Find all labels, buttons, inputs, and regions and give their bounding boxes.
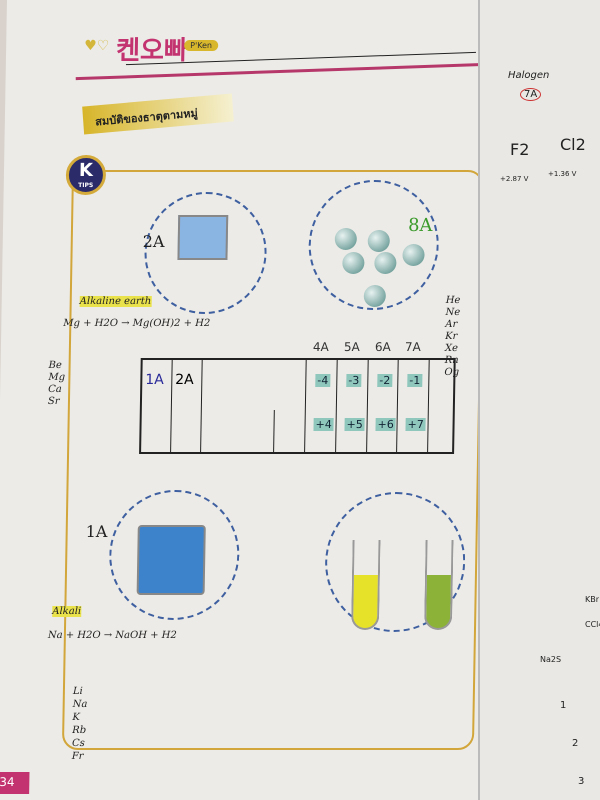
note-group1-elements: Li Na K Rb Cs Fr <box>71 686 88 762</box>
group-8a-column <box>428 360 453 452</box>
note-alkaline-equation: Mg + H2O → Mg(OH)2 + H2 <box>63 318 211 329</box>
right-item: 3 <box>578 776 585 787</box>
ox-low: -3 <box>346 374 362 387</box>
ox-high: +6 <box>375 418 396 431</box>
right-item: 2 <box>572 738 579 749</box>
ox-high: +5 <box>344 418 365 431</box>
group-1a-column: 1A <box>141 360 173 452</box>
group-6a-header: 6A <box>374 340 391 354</box>
note-alkali-equation: Na + H2O → NaOH + H2 <box>47 630 177 641</box>
note-alkaline-earth: Alkaline earth <box>79 296 152 307</box>
test-tube-yellow <box>350 540 381 630</box>
section-title: สมบัติของธาตุตามหมู่ <box>82 93 234 135</box>
ox-low: -1 <box>407 374 423 387</box>
hearts-icon: ♥♡ <box>84 38 110 54</box>
note-alkali: Alkali <box>52 606 82 617</box>
author-badge: P'Ken <box>184 40 219 51</box>
periodic-table-outline: 1A 2A <box>139 358 456 454</box>
right-group: 7A <box>520 88 542 101</box>
right-kbr: KBr <box>585 595 600 604</box>
right-item: 1 <box>560 700 567 711</box>
group-2a-column: 2A <box>170 360 203 452</box>
right-ccl4: CCl4 <box>585 620 600 629</box>
right-na2s: Na2S <box>540 655 562 664</box>
right-v2: +1.36 V <box>548 170 577 178</box>
ox-low: -4 <box>315 374 331 387</box>
right-f2: F2 <box>510 140 530 159</box>
textbook-page-right: Halogen 7A F2 Cl2 +2.87 V +1.36 V Na2S K… <box>478 0 600 800</box>
ox-high: +7 <box>405 418 426 431</box>
test-tube-green <box>423 540 454 630</box>
label-2a: 2A <box>142 232 165 251</box>
right-v1: +2.87 V <box>500 175 529 183</box>
label-8a: 8A <box>407 215 433 236</box>
ox-high: +4 <box>313 418 334 431</box>
group-5a-header: 5A <box>343 340 360 354</box>
ktips-label: TIPS <box>78 182 94 189</box>
right-cl2: Cl2 <box>560 135 586 154</box>
ktips-letter: K <box>78 160 94 181</box>
group-3a-column <box>274 360 307 452</box>
water-tank-illustration <box>136 525 206 595</box>
ox-low: -2 <box>377 374 393 387</box>
group-7a-header: 7A <box>404 340 421 354</box>
transition-gap <box>200 410 275 454</box>
right-title: Halogen <box>508 70 550 81</box>
beaker-illustration <box>177 215 229 260</box>
group-4a-header: 4A <box>312 340 329 354</box>
label-1a: 1A <box>85 522 108 541</box>
note-group2-elements: Be Mg Ca Sr <box>47 360 66 407</box>
page-number: 34 <box>0 772 30 794</box>
